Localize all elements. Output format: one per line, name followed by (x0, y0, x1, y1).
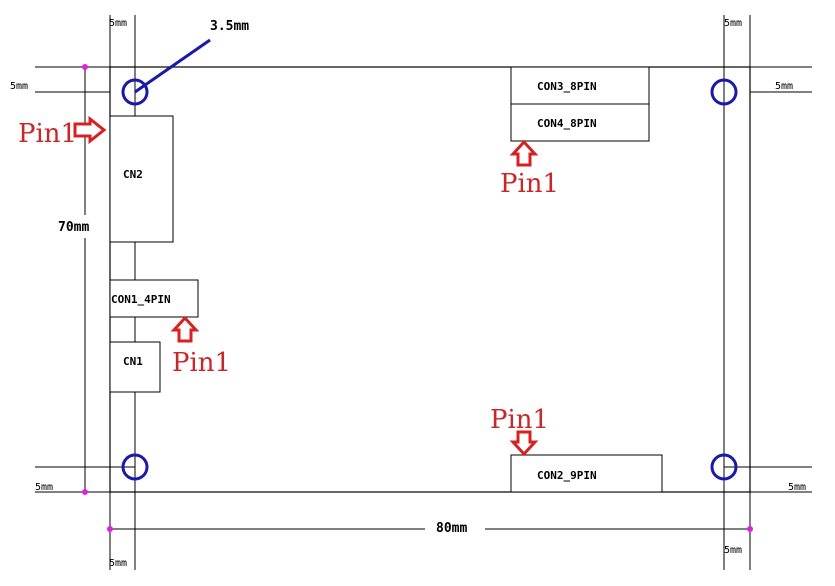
connectors (109, 66, 663, 493)
connector-con4 (510, 103, 650, 142)
label-top-left-5mm: 5mm (109, 18, 127, 29)
label-width-80mm: 80mm (436, 521, 467, 536)
mounting-hole-bottom-right (710, 453, 738, 481)
pin1-label-con4: Pin1 (500, 169, 559, 199)
marker-80mm-right (747, 526, 753, 532)
label-bottom-right-5mm: 5mm (788, 482, 806, 493)
label-top-right-5mm: 5mm (724, 18, 742, 29)
label-cn1: CN1 (123, 355, 143, 368)
connector-cn1 (109, 341, 161, 393)
connector-con2 (510, 454, 663, 493)
label-cn2: CN2 (123, 168, 143, 181)
pin1-arrow-con4 (509, 139, 539, 167)
label-under-left-5mm: 5mm (109, 558, 127, 569)
connector-con1 (109, 279, 199, 318)
mounting-hole-bottom-left (121, 453, 149, 481)
label-bottom-left-5mm: 5mm (35, 482, 53, 493)
connector-cn2 (109, 115, 174, 243)
label-con2: CON2_9PIN (537, 469, 597, 482)
label-con3: CON3_8PIN (537, 80, 597, 93)
label-con1: CON1_4PIN (111, 293, 171, 306)
marker-80mm-left (107, 526, 113, 532)
pin1-arrow-cn2 (73, 115, 107, 145)
label-height-70mm: 70mm (58, 220, 89, 235)
pin1-label-con2: Pin1 (490, 405, 549, 435)
pin1-arrow-con2 (509, 430, 539, 457)
marker-70mm-top (82, 64, 88, 70)
mounting-holes (121, 78, 738, 481)
pin1-label-con1: Pin1 (172, 348, 231, 378)
pin1-arrow-con1 (170, 315, 200, 343)
label-left-5mm: 5mm (10, 81, 28, 92)
dimension-markers (82, 64, 753, 532)
board-outline (109, 66, 751, 493)
pin1-arrows (73, 115, 539, 457)
label-right-5mm: 5mm (775, 81, 793, 92)
marker-70mm-bottom (82, 489, 88, 495)
hole-leader-line (134, 38, 211, 94)
pin1-label-cn2: Pin1 (18, 119, 77, 149)
label-under-right-5mm: 5mm (724, 545, 742, 556)
label-con4: CON4_8PIN (537, 117, 597, 130)
mounting-hole-top-right (710, 78, 738, 106)
reference-lines (35, 15, 812, 570)
label-hole-diameter: 3.5mm (210, 19, 249, 34)
mounting-hole-top-left (121, 78, 149, 106)
